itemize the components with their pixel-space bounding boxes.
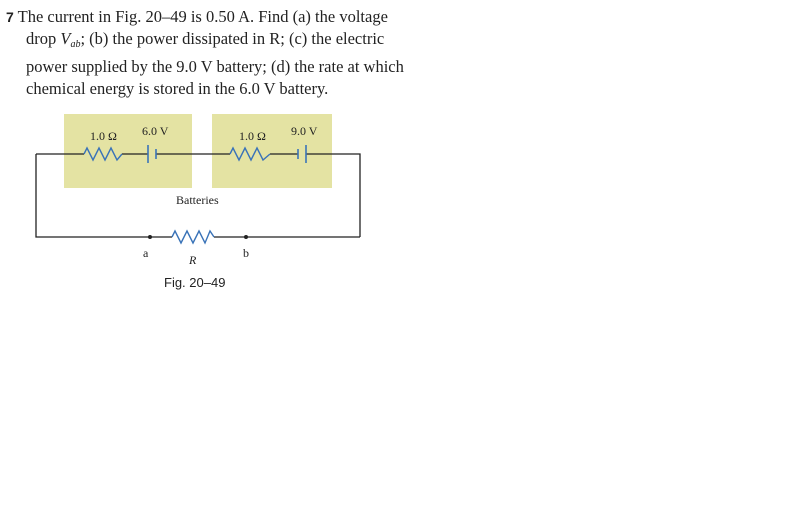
problem-line-4: chemical energy is stored in the 6.0 V b… bbox=[26, 79, 329, 98]
battery-cells bbox=[147, 145, 307, 163]
internal-resistor-right bbox=[229, 146, 271, 162]
label-left-emf: 6.0 V bbox=[142, 124, 169, 138]
node-a-dot bbox=[148, 235, 152, 239]
problem-line-1: 7 The current in Fig. 20–49 is 0.50 A. F… bbox=[6, 7, 388, 26]
load-resistor-r bbox=[171, 229, 215, 245]
battery-box-left bbox=[64, 114, 192, 188]
label-left-resistance: 1.0 Ω bbox=[90, 129, 117, 143]
label-right-emf: 9.0 V bbox=[291, 124, 318, 138]
resistor-group bbox=[83, 146, 271, 245]
problem-line-3: power supplied by the 9.0 V battery; (d)… bbox=[26, 57, 404, 76]
label-node-a: a bbox=[143, 246, 149, 260]
problem-number: 7 bbox=[6, 9, 14, 25]
label-node-b: b bbox=[243, 246, 249, 260]
problem-text: 7 The current in Fig. 20–49 is 0.50 A. F… bbox=[6, 6, 406, 100]
node-b-dot bbox=[244, 235, 248, 239]
label-right-resistance: 1.0 Ω bbox=[239, 129, 266, 143]
figure-caption: Fig. 20–49 bbox=[164, 275, 225, 290]
problem-line-2: drop Vab; (b) the power dissipated in R;… bbox=[26, 29, 385, 50]
label-resistor-r: R bbox=[188, 253, 197, 267]
label-batteries: Batteries bbox=[176, 193, 219, 207]
circuit-wires bbox=[35, 153, 361, 238]
wire-right-loop bbox=[330, 153, 361, 237]
wire-left-loop bbox=[35, 154, 150, 238]
internal-resistor-left bbox=[83, 146, 123, 162]
